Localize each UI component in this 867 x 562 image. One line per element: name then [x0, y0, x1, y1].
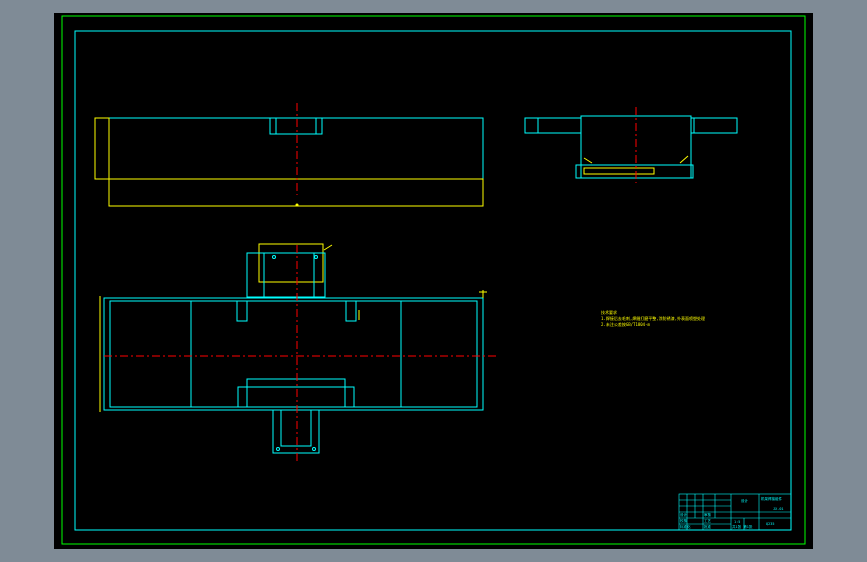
notes-heading: 技术要求	[601, 309, 617, 315]
top-view-hole	[314, 255, 318, 259]
title-drawing-name: 机架焊接组件	[761, 496, 782, 501]
top-view-bottom-bracket-inner	[280, 409, 312, 447]
front-view-slot	[269, 117, 323, 135]
notes-line-2: 2.未注公差按GB/T1804-m	[601, 321, 650, 327]
technical-notes: 技术要求 1.焊接后去毛刺,焊缝打磨平整,涂防锈漆,外表面喷塑处理 2.未注公差…	[601, 309, 705, 327]
cad-drawing: 技术要求 1.焊接后去毛刺,焊缝打磨平整,涂防锈漆,外表面喷塑处理 2.未注公差…	[61, 15, 806, 545]
title-row: 工艺	[704, 518, 712, 523]
top-view	[99, 243, 497, 461]
side-view-base-hidden	[583, 167, 655, 175]
title-row: 设计	[680, 512, 688, 517]
front-view-left-plate	[94, 117, 110, 180]
title-row: 校核	[680, 518, 688, 523]
outer-frame	[61, 15, 806, 545]
inner-frame	[74, 30, 792, 531]
top-view-tab	[345, 300, 357, 322]
side-view-left-arm	[524, 117, 582, 134]
drawing-canvas: 技术要求 1.焊接后去毛刺,焊缝打磨平整,涂防锈漆,外表面喷塑处理 2.未注公差…	[54, 13, 813, 549]
title-block	[678, 493, 792, 531]
title-row: 标准化	[680, 524, 691, 529]
title-row: 批准	[704, 524, 712, 529]
top-view-bracket-hidden	[258, 243, 324, 283]
side-view-weld	[679, 155, 689, 164]
top-view-hole	[312, 447, 316, 451]
notes-line-1: 1.焊接后去毛刺,焊缝打磨平整,涂防锈漆,外表面喷塑处理	[601, 315, 705, 321]
top-view-weld	[323, 244, 333, 251]
top-view-hole	[276, 447, 280, 451]
front-view-mark	[295, 203, 299, 207]
title-part-no: JX-01	[773, 507, 784, 511]
side-view	[524, 107, 738, 183]
side-view-weld	[583, 157, 593, 164]
title-sheet: 共1张 第1张	[732, 524, 753, 529]
front-view-body	[108, 117, 484, 180]
title-scale: 1:5	[734, 520, 740, 524]
title-company: 设计	[741, 498, 749, 503]
title-row: 审核	[704, 512, 712, 517]
title-material: Q235	[766, 522, 774, 526]
side-view-right-arm	[690, 117, 738, 134]
top-view-lower-block	[246, 378, 346, 408]
top-view-bottom-bracket	[272, 409, 320, 454]
front-view-lower-hidden	[108, 178, 484, 207]
front-view	[94, 103, 484, 207]
top-view-frame	[103, 297, 484, 411]
top-view-frame-inner	[109, 300, 478, 408]
title-block-text: 机架焊接组件 JX-01 设计 Q235 1:5 共1张 第1张 设计 校核 审…	[680, 496, 784, 529]
top-view-tab	[236, 300, 248, 322]
top-view-lower-block-side	[237, 386, 355, 408]
top-view-bracket	[246, 252, 326, 298]
top-view-hole	[272, 255, 276, 259]
side-view-base	[575, 164, 694, 179]
